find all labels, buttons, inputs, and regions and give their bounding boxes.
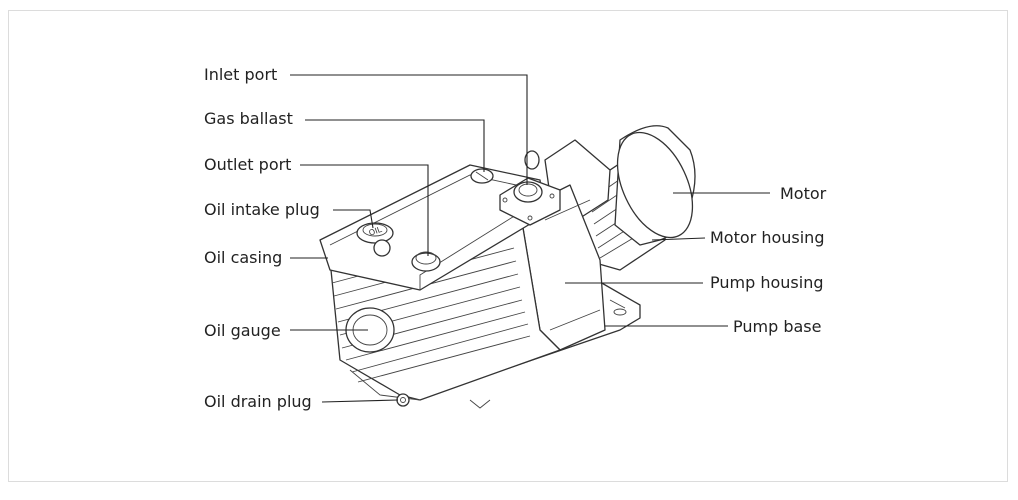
label-outlet-port: Outlet port xyxy=(204,155,292,174)
label-motor-housing: Motor housing xyxy=(710,228,825,247)
label-oil-intake-plug: Oil intake plug xyxy=(204,200,320,219)
label-oil-gauge: Oil gauge xyxy=(204,321,281,340)
leader-oil-drain-plug xyxy=(321,399,399,403)
label-motor: Motor xyxy=(780,184,827,203)
label-gas-ballast: Gas ballast xyxy=(204,109,293,128)
inlet-port xyxy=(499,150,561,226)
leader-inlet-port xyxy=(290,74,528,185)
leader-motor-housing xyxy=(651,237,706,241)
outlet-port xyxy=(411,251,441,272)
oil-drain-plug xyxy=(396,393,410,407)
leader-outlet-port xyxy=(300,164,429,256)
gas-ballast xyxy=(470,168,494,184)
oil-intake-plug: OIL xyxy=(356,222,394,257)
leader-gas-ballast xyxy=(305,119,485,172)
label-pump-housing: Pump housing xyxy=(710,273,824,292)
motor xyxy=(614,125,696,246)
oil-plug-marking: OIL xyxy=(368,225,384,238)
leader-oil-intake-plug xyxy=(333,209,374,229)
label-oil-drain-plug: Oil drain plug xyxy=(204,392,312,411)
label-oil-casing: Oil casing xyxy=(204,248,283,267)
label-inlet-port: Inlet port xyxy=(204,65,278,84)
label-pump-base: Pump base xyxy=(733,317,822,336)
oil-casing xyxy=(319,164,561,401)
